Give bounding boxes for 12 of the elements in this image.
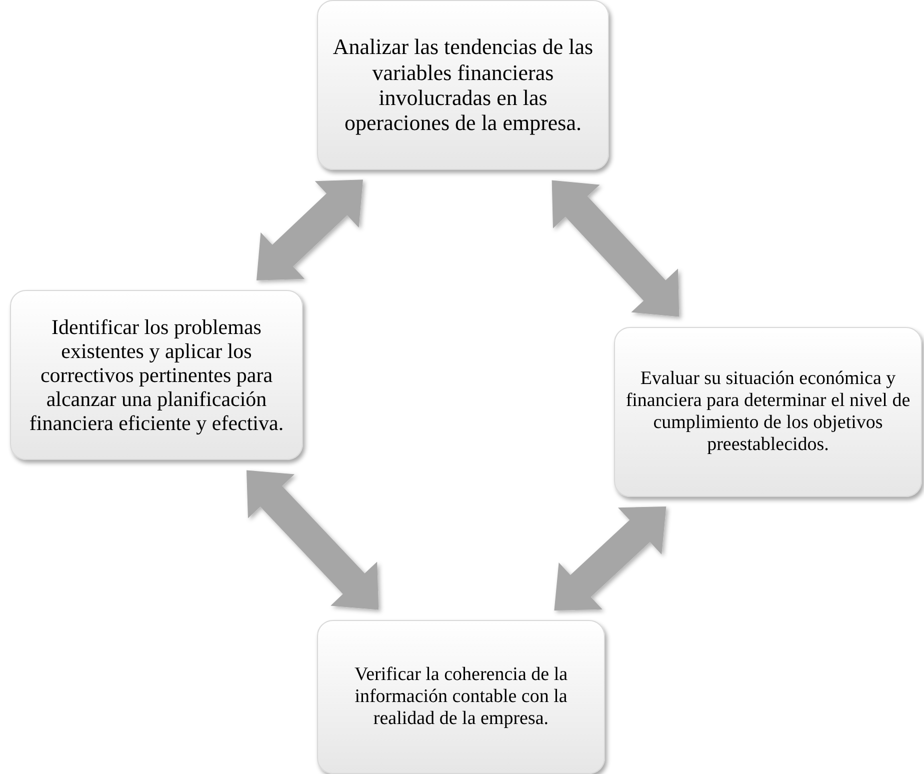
process-box [10,290,303,460]
double-arrow [554,506,666,610]
step-text: Evaluar su situación económica y financiera para determinar el nivel de cumplimiento de los objetivos preestablecidos. [625,368,911,456]
step-text: Analizar las tendencias de las variables financieras involucradas en las operaciones de la empresa. [332,34,594,136]
double-arrow [256,180,363,280]
process-box [614,327,922,497]
double-arrow [246,470,379,610]
step-text: Identificar los problemas existentes y aplicar los correctivos pertinentes para alcanzar una planificación financiera eficiente y efectiva. [28,314,285,436]
step-text: Verificar la coherencia de la información contable con la realidad de la empresa. [353,664,569,730]
double-arrow [552,180,680,317]
process-box [317,0,609,170]
process-box [317,620,605,774]
